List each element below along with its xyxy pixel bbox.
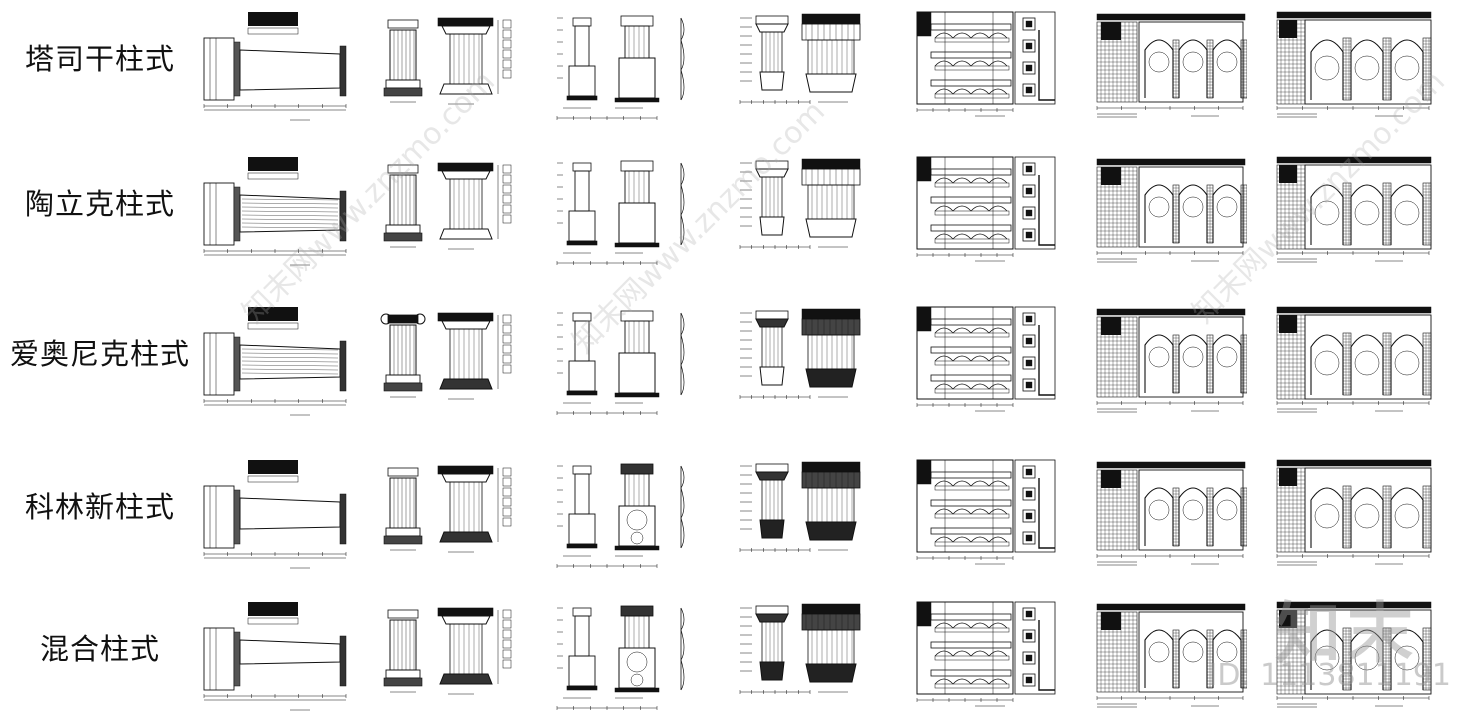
cad-drawing-arcade-pedestal-elevation bbox=[1275, 600, 1433, 718]
drawing-svg bbox=[739, 158, 861, 249]
drawing-svg bbox=[1276, 459, 1432, 566]
cad-drawing-arcade-pedestal-elevation bbox=[1275, 155, 1433, 273]
cad-drawing-arcade-pedestal-elevation bbox=[1275, 458, 1433, 576]
drawing-svg bbox=[1096, 603, 1247, 708]
row-label: 混合柱式 bbox=[39, 632, 160, 666]
cad-drawing-pedestal-column-elevation bbox=[555, 305, 705, 423]
drawing-svg bbox=[203, 460, 347, 569]
watermark-id: ID: 1113811191 bbox=[1208, 658, 1451, 693]
row-label: 陶立克柱式 bbox=[24, 187, 175, 221]
cad-drawing-pedestal-column-elevation bbox=[555, 10, 705, 128]
drawing-svg bbox=[1276, 601, 1432, 708]
drawing-svg bbox=[916, 11, 1056, 117]
cad-drawing-column-detail bbox=[378, 458, 533, 576]
drawing-svg bbox=[1276, 11, 1432, 118]
cad-drawing-column-elevation bbox=[200, 155, 352, 273]
drawing-svg bbox=[203, 12, 347, 121]
drawing-svg bbox=[916, 306, 1056, 412]
drawing-svg bbox=[1096, 461, 1247, 566]
cad-drawing-column-detail bbox=[378, 600, 533, 718]
row-label: 科林新柱式 bbox=[24, 490, 175, 524]
drawing-svg bbox=[383, 465, 512, 553]
cad-drawing-arcade-elevation bbox=[1095, 305, 1247, 423]
watermark-logo: 知末 bbox=[1275, 595, 1419, 672]
cad-drawing-column-elevation bbox=[200, 305, 352, 423]
cad-drawing-column-detail bbox=[378, 10, 533, 128]
drawing-svg bbox=[383, 17, 512, 105]
cad-drawing-colonnade-plan-elevation bbox=[915, 458, 1063, 576]
cad-drawing-column-elevation bbox=[200, 10, 352, 128]
row-label: 塔司干柱式 bbox=[24, 42, 175, 76]
drawing-svg bbox=[383, 162, 512, 250]
drawing-svg bbox=[556, 310, 685, 415]
drawing-svg bbox=[739, 603, 861, 694]
cad-drawing-arcade-elevation bbox=[1095, 600, 1247, 718]
cad-drawing-pedestal-column-elevation bbox=[555, 600, 705, 718]
cad-drawing-pedestal-column-elevation bbox=[555, 155, 705, 273]
drawing-svg bbox=[380, 312, 512, 400]
drawing-svg bbox=[203, 157, 347, 266]
drawing-svg bbox=[739, 308, 861, 399]
cad-drawing-arcade-elevation bbox=[1095, 458, 1247, 576]
cad-drawing-arcade-elevation bbox=[1095, 155, 1247, 273]
cad-drawing-entablature-detail bbox=[738, 600, 873, 718]
drawing-svg bbox=[383, 607, 512, 695]
drawing-svg bbox=[739, 461, 861, 552]
cad-drawing-entablature-detail bbox=[738, 10, 873, 128]
cad-drawing-entablature-detail bbox=[738, 458, 873, 576]
cad-drawing-entablature-detail bbox=[738, 305, 873, 423]
drawing-svg bbox=[556, 15, 685, 120]
cad-drawing-column-detail bbox=[378, 305, 533, 423]
cad-drawing-column-elevation bbox=[200, 600, 352, 718]
drawing-svg bbox=[556, 605, 685, 710]
drawing-svg bbox=[916, 601, 1056, 707]
drawing-svg bbox=[1096, 158, 1247, 263]
drawing-svg bbox=[556, 463, 685, 568]
cad-drawing-arcade-pedestal-elevation bbox=[1275, 10, 1433, 128]
row-label: 爱奥尼克柱式 bbox=[9, 337, 190, 371]
drawing-svg bbox=[1096, 13, 1247, 118]
cad-drawing-arcade-pedestal-elevation bbox=[1275, 305, 1433, 423]
drawing-svg bbox=[556, 160, 685, 265]
cad-drawing-arcade-elevation bbox=[1095, 10, 1247, 128]
cad-drawing-colonnade-plan-elevation bbox=[915, 10, 1063, 128]
cad-drawing-column-detail bbox=[378, 155, 533, 273]
cad-drawing-colonnade-plan-elevation bbox=[915, 155, 1063, 273]
drawing-svg bbox=[203, 307, 347, 416]
drawing-svg bbox=[1096, 308, 1247, 413]
cad-drawing-pedestal-column-elevation bbox=[555, 458, 705, 576]
drawing-svg bbox=[203, 602, 347, 711]
cad-drawing-entablature-detail bbox=[738, 155, 873, 273]
drawing-svg bbox=[916, 156, 1056, 262]
cad-drawing-column-elevation bbox=[200, 458, 352, 576]
cad-drawing-colonnade-plan-elevation bbox=[915, 600, 1063, 718]
cad-drawing-colonnade-plan-elevation bbox=[915, 305, 1063, 423]
drawing-svg bbox=[739, 13, 861, 104]
drawing-svg bbox=[916, 459, 1056, 565]
drawing-svg bbox=[1276, 156, 1432, 263]
drawing-svg bbox=[1276, 306, 1432, 413]
